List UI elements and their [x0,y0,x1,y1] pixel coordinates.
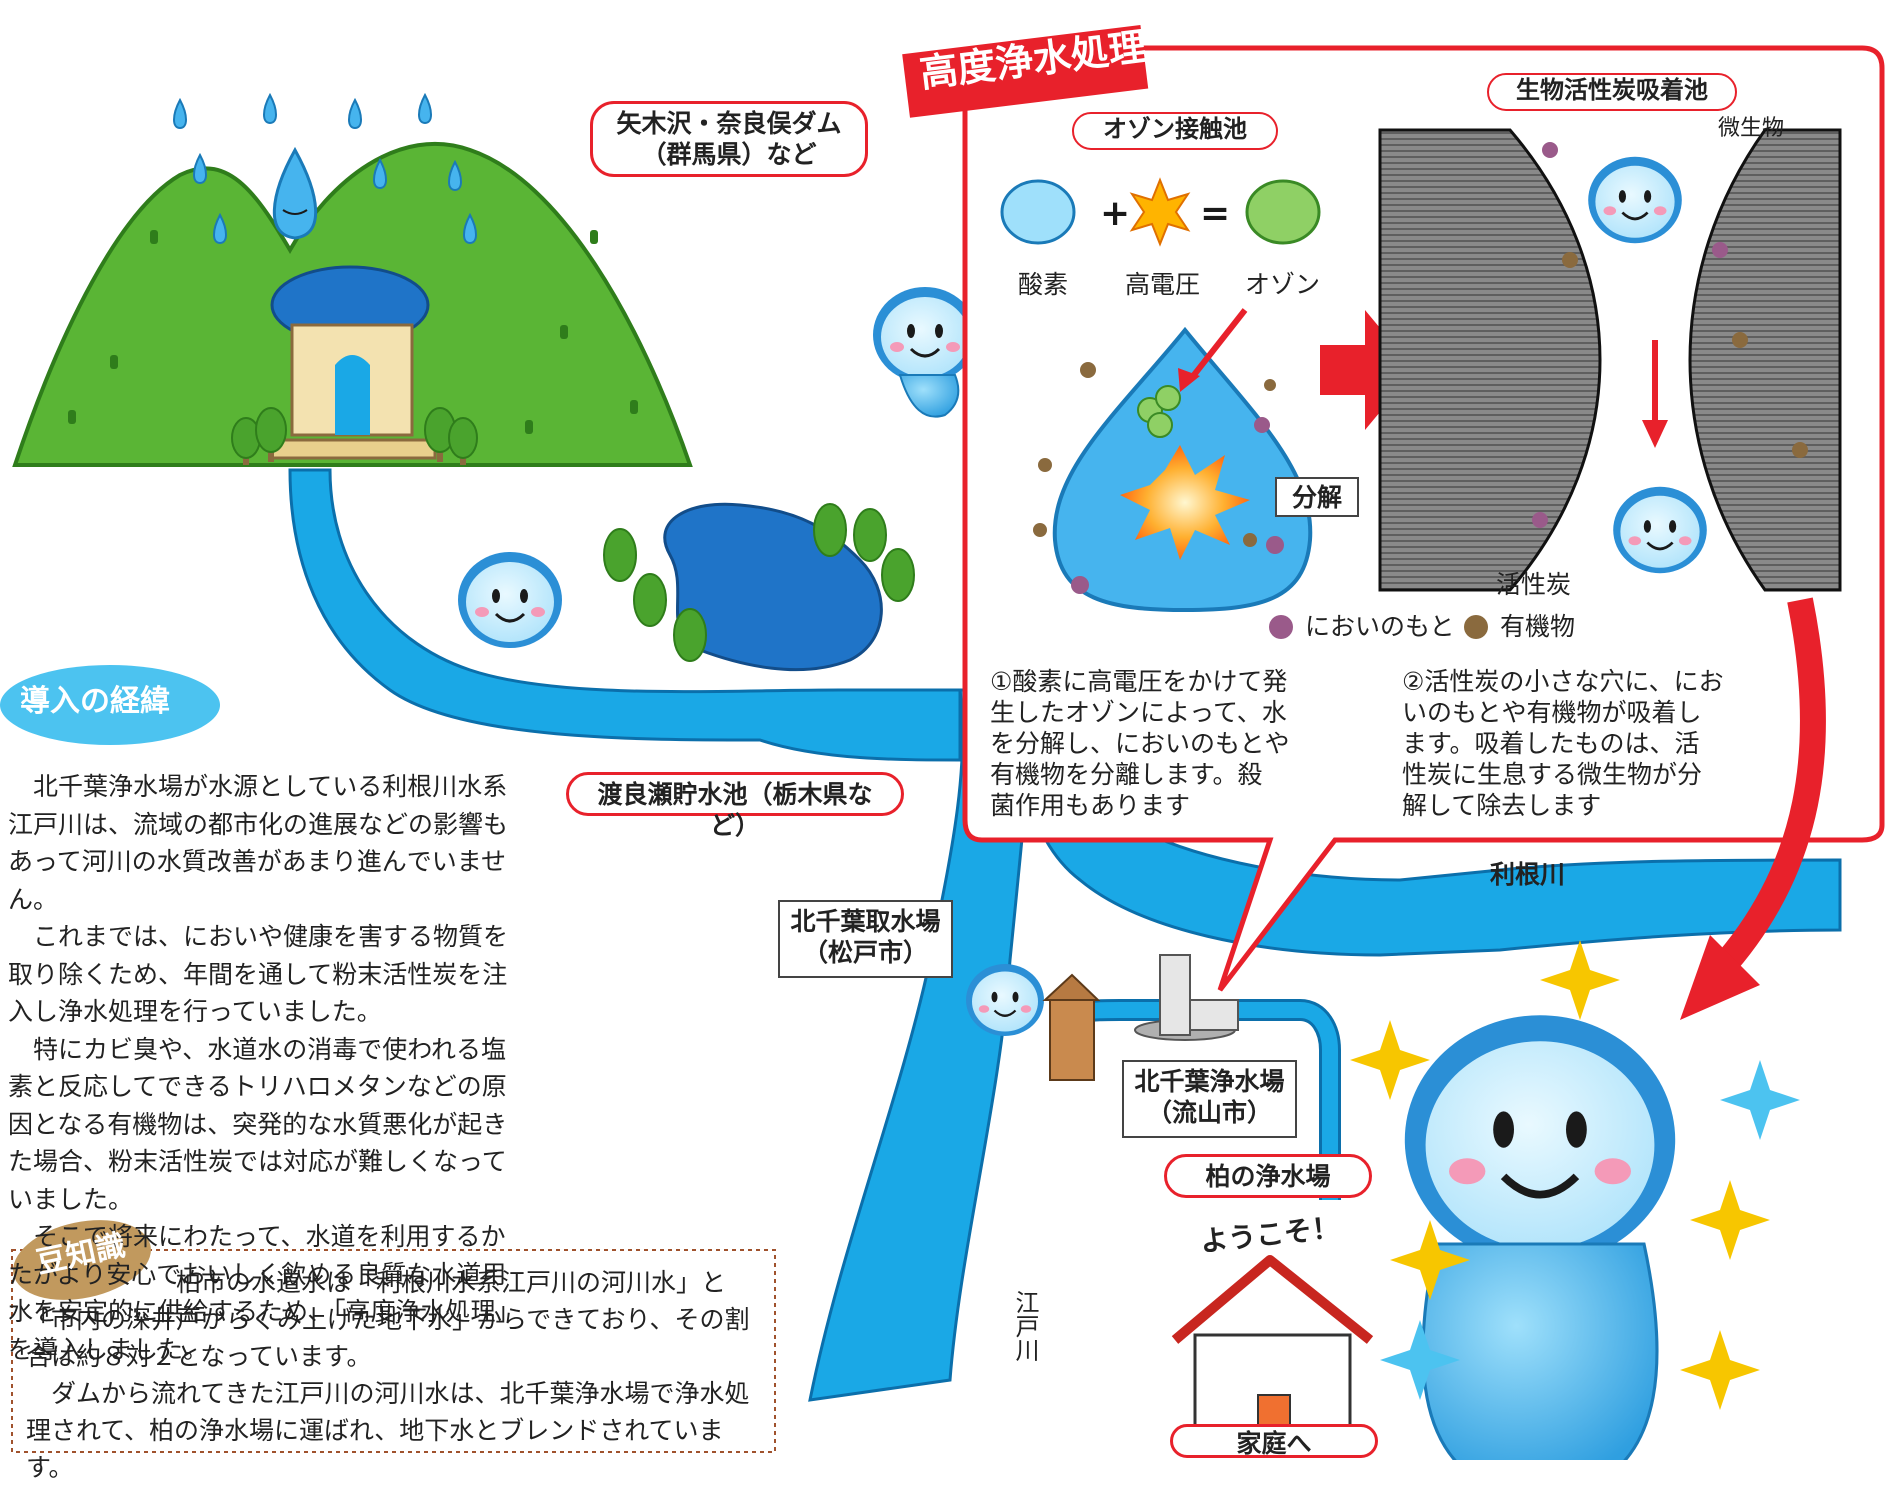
intro-heading-bubble [0,665,220,745]
mame-box [11,1249,776,1453]
flow-arrow-big [1710,597,1827,979]
character-intake [964,962,1046,1038]
step2-text: ②活性炭の小さな穴に、にお いのもとや有機物が吸着し ます。吸着したものは、活 … [1402,667,1724,820]
character-main [1405,1015,1675,1460]
character-river [456,550,564,650]
mame-paragraph-1: 柏市の水道水は「利根川水系江戸川の河川水」と「市内の深井戸からくみ上げた地下水」… [26,1268,750,1371]
intro-heading: 導入の経緯 [20,684,170,719]
character-bio-top [1586,155,1684,245]
mame-body: 柏市の水道水は「利根川水系江戸川の河川水」と「市内の深井戸からくみ上げた地下水」… [26,1264,762,1486]
intro-paragraph-3: 特にカビ臭や、水道水の消毒で使われる塩素と反応してできるトリハロメタンなどの原因… [8,1034,508,1214]
carbon-right [1688,128,1842,592]
drop-character [272,146,318,240]
legend-odor-label: においのもと [1305,612,1455,641]
ozone-label: オゾン [1245,270,1321,299]
kitachiba-plant-label: 北千葉浄水場 （流山市） [1122,1060,1297,1138]
house [1171,1255,1374,1442]
svg-text:=: = [1200,193,1230,234]
bio-pool-label: 生物活性炭吸着池 [1487,73,1737,111]
home-label: 家庭へ [1170,1424,1378,1458]
edo-river-label: 江戸川 [1011,1290,1039,1362]
intake-tower [1042,973,1101,1081]
ozone-pool-label: オゾン接触池 [1072,112,1278,150]
tone-river-label: 利根川 [1490,860,1566,889]
river-upper [288,468,962,762]
mame-badge [13,1220,151,1300]
oxygen-label: 酸素 [1018,270,1069,299]
high-voltage-label: 高電圧 [1125,270,1201,299]
high-voltage-burst [1129,177,1191,247]
reservoir-label: 渡良瀬貯水池（栃木県など） [566,772,904,840]
callout-title-plate [902,24,1149,118]
character-bio-bottom [1611,485,1709,575]
legend-organic-icon [1464,615,1488,639]
step1-text: ①酸素に高電圧をかけて発 生したオゾンによって、水 を分解し、においのもとや 有… [990,667,1290,820]
intake-label: 北千葉取水場 （松戸市） [778,900,953,978]
river-edo [808,688,1037,1402]
intro-body: 北千葉浄水場が水源としている利根川水系江戸川は、流域の都市化の進展などの影響もあ… [8,768,520,1368]
kashiwa-plant-label: 柏の浄水場 [1164,1154,1372,1198]
legend-organic-label: 有機物 [1500,612,1576,641]
ozone-bubble [1245,179,1321,245]
character-jumping [871,285,979,418]
carbon-label: 活性炭 [1496,570,1572,599]
flow-arrow [1320,310,1415,430]
plant-building [1134,954,1239,1041]
dam-label: 矢木沢・奈良俣ダム （群馬県）など [590,101,868,177]
carbon-left [1378,128,1602,592]
intro-paragraph-1: 北千葉浄水場が水源としている利根川水系江戸川は、流域の都市化の進展などの影響もあ… [8,772,509,914]
decompose-label: 分解 [1275,477,1359,517]
intro-paragraph-2: これまでは、においや健康を害する物質を取り除くため、年間を通して粉末活性炭を注入… [8,922,509,1026]
oxygen-bubble [1000,179,1076,245]
microbe-label: 微生物 [1718,116,1785,141]
legend-odor-icon [1269,615,1293,639]
intro-paragraph-4: そこで将来にわたって、水道を利用するかたがより安心でおいしく飲める良質な水道用水… [8,1222,509,1364]
mame-paragraph-2: ダムから流れてきた江戸川の河川水は、北千葉浄水場で浄水処理されて、柏の浄水場に運… [26,1379,750,1482]
svg-text:+: + [1100,193,1130,234]
